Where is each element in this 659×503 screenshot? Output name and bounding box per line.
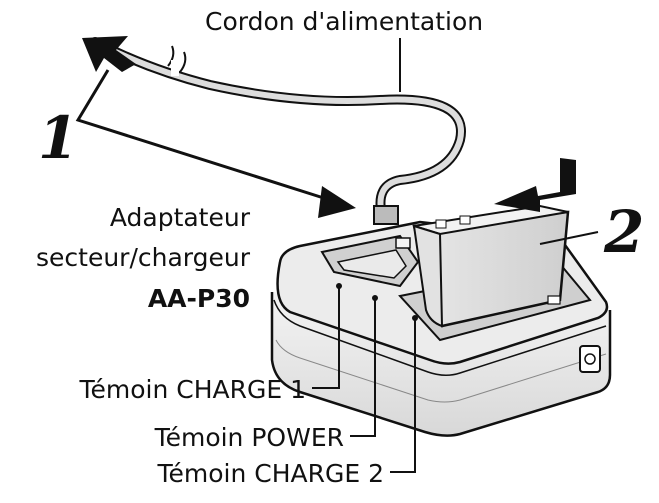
battery-insert-arrow <box>494 158 576 212</box>
cord-connector <box>373 205 399 225</box>
battery-slot-1 <box>320 234 420 288</box>
charge1-indicator-label: Témoin CHARGE 1 <box>78 375 306 404</box>
battery-pack <box>398 204 592 342</box>
model-label: AA-P30 <box>148 284 250 313</box>
adapter-label-line2: secteur/chargeur <box>36 243 251 272</box>
step2-leader-line <box>539 231 599 245</box>
power-cord <box>90 37 466 220</box>
power-indicator-label: Témoin POWER <box>154 423 344 452</box>
plug-direction-arrow <box>82 36 136 72</box>
adapter-label-line1: Adaptateur <box>110 203 251 232</box>
step2-marker: 2 <box>603 198 644 266</box>
indicator-leaders <box>312 283 418 473</box>
charge2-indicator-label: Témoin CHARGE 2 <box>156 459 384 488</box>
step1-bracket <box>75 69 356 218</box>
power-cord-label: Cordon d'alimentation <box>205 7 483 36</box>
step1-marker: 1 <box>38 104 78 172</box>
